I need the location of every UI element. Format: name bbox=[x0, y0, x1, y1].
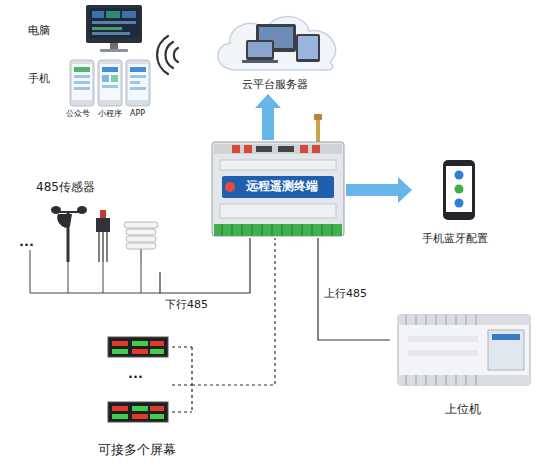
node-text: 云平台服务器 bbox=[205, 78, 345, 91]
node-text: 上位机 bbox=[390, 402, 536, 416]
terminal-node: 远程遥测终端 bbox=[210, 140, 346, 238]
wire-label: 下行485 bbox=[165, 298, 208, 311]
screen-node: 可接多个屏幕 bbox=[82, 330, 192, 460]
computer-node: 电脑 bbox=[28, 4, 146, 56]
node-text: 小程序 bbox=[98, 109, 122, 119]
node-text: 可接多个屏幕 bbox=[82, 442, 192, 458]
node-text: 公众号 bbox=[66, 109, 90, 119]
ellipsis-label: ... bbox=[128, 366, 143, 382]
display-screens bbox=[108, 337, 168, 422]
arrow-head bbox=[255, 94, 281, 108]
wifi-symbol bbox=[157, 36, 178, 74]
arrow-head bbox=[398, 177, 412, 203]
node-text: 电脑 bbox=[28, 24, 50, 37]
connector-line bbox=[262, 107, 274, 140]
telemetry-device bbox=[212, 114, 344, 236]
bus-wire bbox=[30, 250, 160, 293]
node-text: 手机 bbox=[28, 72, 50, 85]
node-text: APP bbox=[130, 109, 145, 119]
sensor-icons bbox=[51, 206, 158, 262]
monitor-icon bbox=[86, 5, 142, 52]
bluetooth-arrow bbox=[346, 177, 412, 203]
upload-arrow bbox=[255, 94, 281, 140]
downlink-wire bbox=[160, 238, 250, 293]
connector-line bbox=[192, 238, 275, 385]
sensor-node: 485传感器 bbox=[14, 178, 182, 272]
wire-label: 上行485 bbox=[324, 287, 367, 300]
connector-line bbox=[160, 238, 250, 293]
ellipsis-label: ... bbox=[19, 234, 34, 250]
bluetooth-phone bbox=[443, 160, 475, 220]
screen-wire bbox=[192, 238, 275, 385]
plc-node: 上位机 bbox=[390, 302, 536, 420]
node-text: 485传感器 bbox=[36, 180, 95, 194]
cloud-node: 云平台服务器 bbox=[205, 8, 345, 94]
uplink-wire bbox=[318, 238, 390, 340]
screen-bracket bbox=[172, 347, 192, 412]
plc-unit bbox=[398, 315, 530, 385]
node-text: 远程遥测终端 bbox=[218, 179, 346, 193]
connector-line bbox=[346, 184, 399, 196]
mobile-node: 手机公众号小程序 APP bbox=[28, 58, 156, 124]
connector-line bbox=[318, 238, 390, 340]
phone-icons bbox=[70, 60, 150, 106]
cloud-server bbox=[218, 17, 336, 71]
bluetooth-node: 手机蓝牙配置 bbox=[412, 156, 498, 248]
node-text: 手机蓝牙配置 bbox=[412, 232, 498, 245]
